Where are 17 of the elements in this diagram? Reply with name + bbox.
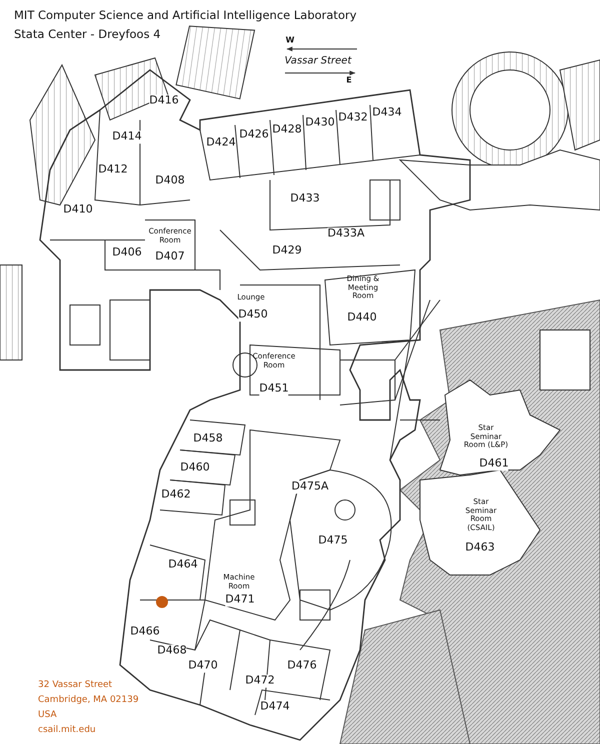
room-number: D450 xyxy=(238,308,268,322)
room-number: D471 xyxy=(225,594,255,606)
street-label: Vassar Street xyxy=(284,55,352,67)
title: MIT Computer Science and Artificial Intelligence Laboratory xyxy=(14,8,357,22)
room-number: D470 xyxy=(188,660,218,672)
compass-label: E xyxy=(346,75,352,85)
compass-label: W xyxy=(286,35,294,45)
address-line: Cambridge, MA 02139 xyxy=(38,695,139,706)
address-line: 32 Vassar Street xyxy=(38,680,112,690)
room-number: D475A xyxy=(292,480,328,494)
subtitle: Stata Center - Dreyfoos 4 xyxy=(14,28,161,42)
room-number: D414 xyxy=(112,130,142,144)
address-line: csail.mit.edu xyxy=(38,725,96,736)
room-number: D472 xyxy=(245,674,275,688)
room-number: D461 xyxy=(479,458,509,470)
address-line: USA xyxy=(38,710,57,720)
room-number: D451 xyxy=(259,382,289,396)
